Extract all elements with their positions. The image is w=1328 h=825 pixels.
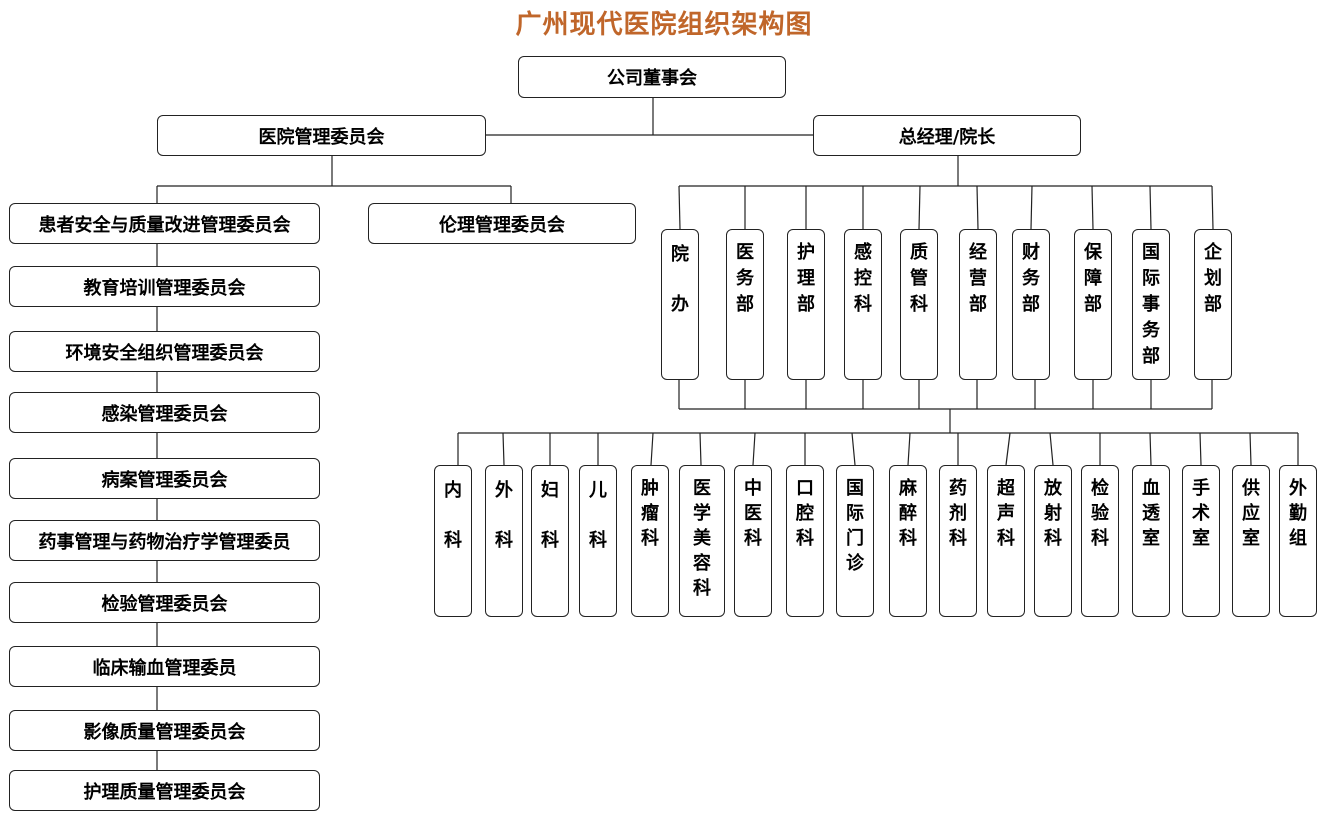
connector-line [1005, 432, 1011, 466]
department-node: 感控科 [844, 229, 882, 380]
connector-line [650, 432, 654, 466]
clinic-label: 供应室 [1242, 478, 1260, 549]
committee-list-node: 感染管理委员会 [9, 392, 320, 433]
connector-line [1049, 432, 1054, 466]
clinic-label: 药剂科 [949, 478, 967, 549]
department-label: 经营部 [969, 242, 987, 315]
connector-line [918, 185, 921, 230]
department-label: 财务部 [1022, 242, 1040, 315]
department-node: 保障部 [1074, 229, 1112, 380]
chart-title: 广州现代医院组织架构图 [515, 10, 813, 40]
connector-line [1091, 185, 1094, 230]
department-label: 保障部 [1084, 242, 1102, 315]
committee-child-node: 伦理管理委员会 [368, 203, 636, 244]
department-label: 护理部 [797, 242, 815, 315]
clinic-node: 麻醉科 [889, 465, 927, 617]
committee-list-node: 影像质量管理委员会 [9, 710, 320, 751]
clinic-label: 手术室 [1192, 478, 1210, 549]
connector-line [907, 432, 911, 466]
clinic-node: 国际门诊 [836, 465, 874, 617]
clinic-label: 中医科 [744, 478, 762, 549]
connector-line [1030, 185, 1033, 230]
committee-child-node: 患者安全与质量改进管理委员会 [9, 203, 320, 244]
connector-line [1199, 432, 1202, 466]
clinic-label: 内科 [444, 480, 462, 551]
connector-line [1149, 185, 1152, 230]
connector-line [752, 432, 756, 466]
connector-line [699, 432, 702, 466]
committee-list-node: 药事管理与药物治疗学管理委员 [9, 520, 320, 561]
clinic-label: 放射科 [1044, 478, 1062, 549]
clinic-node: 内科 [434, 465, 472, 617]
connector-line [1249, 432, 1252, 466]
committee-list-node: 临床输血管理委员 [9, 646, 320, 687]
clinic-node: 血透室 [1132, 465, 1170, 617]
department-label: 企划部 [1204, 242, 1222, 315]
committee-list-node: 环境安全组织管理委员会 [9, 331, 320, 372]
clinic-node: 肿瘤科 [631, 465, 669, 617]
clinic-node: 检验科 [1081, 465, 1119, 617]
clinic-label: 血透室 [1142, 478, 1160, 549]
department-node: 护理部 [787, 229, 825, 380]
clinic-node: 医学美容科 [679, 465, 725, 617]
department-node: 院办 [661, 229, 699, 380]
department-label: 院办 [671, 244, 689, 315]
connector-line [1211, 185, 1214, 230]
clinic-node: 放射科 [1034, 465, 1072, 617]
committee-list-node: 病案管理委员会 [9, 458, 320, 499]
clinic-node: 儿科 [579, 465, 617, 617]
connector-line [1149, 432, 1152, 466]
clinic-node: 供应室 [1232, 465, 1270, 617]
clinic-node: 妇科 [531, 465, 569, 617]
connector-line [851, 432, 856, 466]
clinic-node: 外科 [485, 465, 523, 617]
department-node: 医务部 [726, 229, 764, 380]
department-label: 国际事务部 [1142, 242, 1160, 367]
clinic-label: 麻醉科 [899, 478, 917, 549]
department-node: 国际事务部 [1132, 229, 1170, 380]
clinic-node: 口腔科 [786, 465, 824, 617]
department-node: 质管科 [900, 229, 938, 380]
clinic-label: 肿瘤科 [641, 478, 659, 549]
committee-node: 医院管理委员会 [157, 115, 486, 156]
clinic-label: 检验科 [1091, 478, 1109, 549]
clinic-label: 外科 [495, 480, 513, 551]
clinic-label: 国际门诊 [846, 478, 864, 574]
department-label: 医务部 [736, 242, 754, 315]
committee-list-node: 教育培训管理委员会 [9, 266, 320, 307]
clinic-label: 外勤组 [1289, 478, 1307, 549]
clinic-label: 儿科 [589, 480, 607, 551]
clinic-label: 口腔科 [796, 478, 814, 549]
connector-line [678, 185, 681, 230]
clinic-node: 中医科 [734, 465, 772, 617]
department-node: 企划部 [1194, 229, 1232, 380]
clinic-node: 超声科 [987, 465, 1025, 617]
connector-line [502, 432, 505, 466]
board-node: 公司董事会 [518, 56, 786, 98]
department-label: 感控科 [854, 242, 872, 315]
clinic-node: 药剂科 [939, 465, 977, 617]
clinic-label: 妇科 [541, 480, 559, 551]
clinic-label: 超声科 [997, 478, 1015, 549]
committee-list-node: 护理质量管理委员会 [9, 770, 320, 811]
department-node: 财务部 [1012, 229, 1050, 380]
department-node: 经营部 [959, 229, 997, 380]
committee-list-node: 检验管理委员会 [9, 582, 320, 623]
clinic-node: 手术室 [1182, 465, 1220, 617]
clinic-node: 外勤组 [1279, 465, 1317, 617]
department-label: 质管科 [910, 242, 928, 315]
connector-line [976, 185, 979, 230]
clinic-label: 医学美容科 [693, 478, 711, 599]
president-node: 总经理/院长 [813, 115, 1081, 156]
